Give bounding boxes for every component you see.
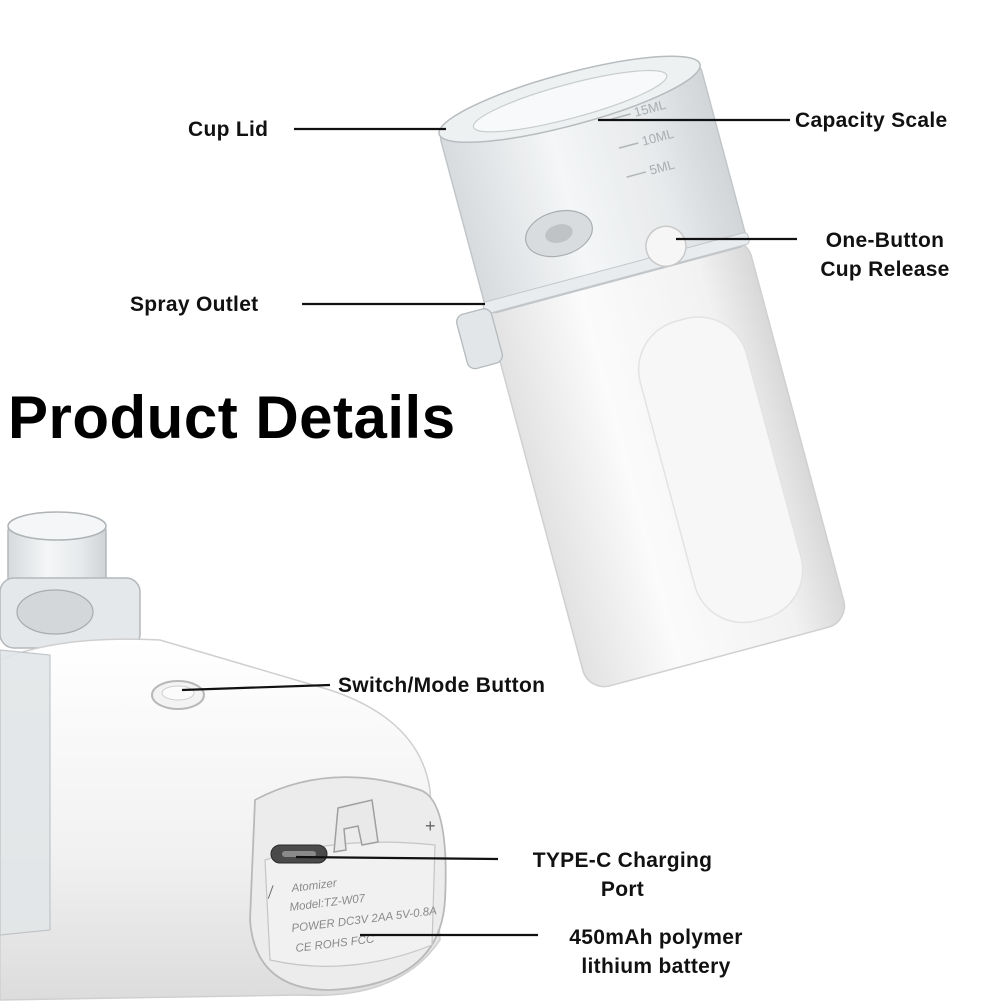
lower-device: + — Atomizer Model:TZ-W07 POWER DC3V 2AA… bbox=[0, 511, 447, 1001]
label-type-c-line1: TYPE-C Charging bbox=[532, 849, 713, 872]
leader-switch-mode bbox=[181, 683, 331, 692]
page-title: Product Details bbox=[8, 384, 456, 451]
inner-nozzle-hole bbox=[545, 224, 573, 243]
cover-latch bbox=[333, 799, 379, 853]
connector-core bbox=[16, 589, 94, 635]
plus-mark: + bbox=[425, 816, 436, 836]
release-button bbox=[645, 225, 687, 268]
label-cup-lid: Cup Lid bbox=[188, 118, 269, 141]
label-battery: 450mAh polymer lithium battery bbox=[546, 923, 766, 981]
label-type-c-line2: Port bbox=[600, 878, 645, 901]
label-spray-outlet: Spray Outlet bbox=[130, 293, 259, 316]
grip-recess bbox=[637, 316, 804, 624]
leader-type-c bbox=[295, 855, 499, 861]
label-type-c-port: TYPE-C Charging Port bbox=[510, 846, 735, 904]
label-capacity-scale: Capacity Scale bbox=[795, 109, 948, 132]
capacity-markings: 15ML 10ML 5ML bbox=[610, 97, 676, 178]
label-battery-line2: lithium battery bbox=[581, 955, 731, 978]
spray-outlet bbox=[456, 308, 503, 370]
clear-side-panel bbox=[0, 649, 51, 936]
upper-device: 15ML 10ML 5ML bbox=[438, 55, 846, 688]
label-cup-release-line1: One-Button bbox=[825, 229, 945, 252]
marking-5ml: 5ML bbox=[648, 157, 676, 178]
print-brand: Atomizer bbox=[290, 877, 339, 895]
label-cup-release: One-Button Cup Release bbox=[805, 226, 965, 284]
mouthpiece-rim bbox=[7, 511, 107, 541]
minus-mark: — bbox=[259, 882, 279, 901]
label-battery-line1: 450mAh polymer bbox=[569, 926, 743, 949]
type-c-port-tongue bbox=[282, 851, 316, 857]
switch-mode-button-inner bbox=[161, 685, 195, 701]
cup-lid-inner bbox=[472, 69, 668, 133]
label-cup-release-line2: Cup Release bbox=[820, 258, 950, 281]
label-switch-mode-button: Switch/Mode Button bbox=[338, 674, 546, 697]
leader-lines bbox=[181, 118, 797, 937]
